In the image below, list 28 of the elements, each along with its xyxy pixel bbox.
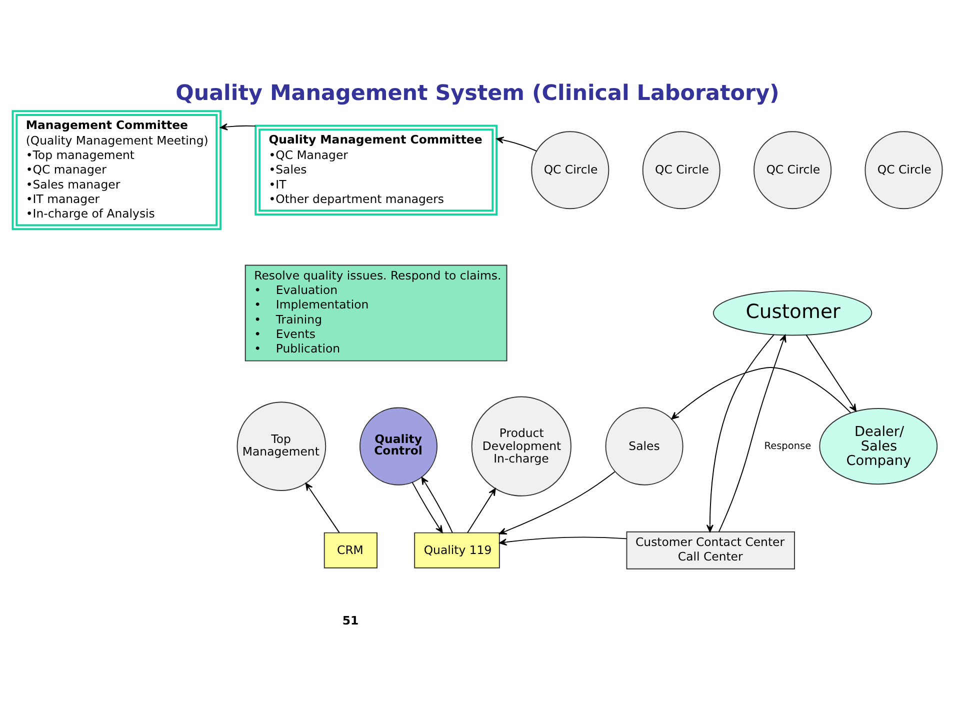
node-ellipse: Dealer/ Sales Company <box>819 408 938 485</box>
node-circle: Sales <box>605 407 684 486</box>
arrow <box>806 334 856 412</box>
node-circle: QC Circle <box>864 131 943 210</box>
arrow <box>671 367 852 420</box>
node-box: Quality Management Committee •QC Manager •Sales •IT •Other department managers <box>254 124 498 216</box>
node-box: Management Committee (Quality Management Meeting) •Top management •QC manager •Sales manager •IT manager •In-charge of Analysis <box>12 110 222 230</box>
diagram-title: Quality Management System (Clinical Laboratory) <box>176 80 780 106</box>
edge-label: Response <box>764 440 812 452</box>
arrow <box>220 123 256 130</box>
label: 51 <box>342 614 359 628</box>
arrow <box>718 334 786 532</box>
node-box: Quality 119 <box>414 532 500 568</box>
arrow <box>421 476 453 534</box>
node-ellipse: Customer <box>712 290 872 336</box>
node-circle: QC Circle <box>531 131 610 210</box>
arrow <box>305 482 340 534</box>
arrow <box>706 334 774 532</box>
arrow <box>499 536 628 546</box>
node-box: Resolve quality issues. Respond to claims. • Evaluation • Implementation • Training • Events • Publication <box>244 264 508 362</box>
node-box: CRM <box>324 532 378 568</box>
node-box: Customer Contact Center Call Center <box>626 531 795 570</box>
arrow <box>467 488 496 534</box>
arrow <box>498 471 616 534</box>
node-circle: QC Circle <box>642 131 720 210</box>
arrow <box>412 482 443 534</box>
arrow <box>496 136 538 152</box>
node-circle: QC Circle <box>754 131 832 210</box>
